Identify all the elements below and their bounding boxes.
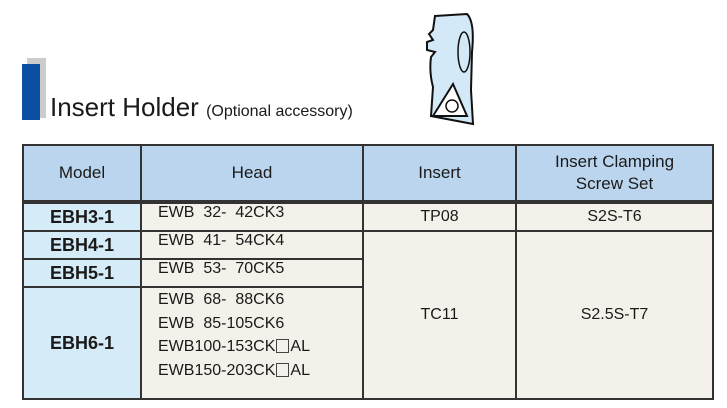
insert-holder-illustration [426, 12, 475, 126]
placeholder-box [276, 339, 290, 353]
placeholder-box [276, 362, 290, 377]
subtitle-text: (Optional accessory) [206, 103, 353, 120]
header-model: Model [24, 146, 142, 202]
head-item: EWB 68- 88CK6 [158, 291, 285, 308]
model-cell: EBH6-1 [24, 288, 142, 400]
screw-cell: S2.5S-T7 [517, 232, 714, 400]
model-cell: EBH5-1 [24, 260, 142, 288]
head-cell-group: EWB 68- 88CK6 EWB 85-105CK6 EWB100-153CK… [142, 288, 364, 400]
header-head: Head [142, 146, 364, 202]
head-cell: EWB 53- 70CK5 [142, 260, 364, 288]
header-insert: Insert [364, 146, 517, 202]
head-suffix: AL [290, 338, 310, 355]
head-code: EWB150-203CK [158, 361, 276, 379]
head-suffix: AL [290, 361, 310, 379]
model-cell: EBH4-1 [24, 232, 142, 260]
model-cell: EBH3-1 [24, 202, 142, 232]
head-cell: EWB 41- 54CK4 [142, 232, 364, 260]
head-item: EWB150-203CK AL [158, 359, 310, 383]
page-title: Insert Holder (Optional accessory) [50, 92, 353, 123]
header-screw: Insert Clamping Screw Set [517, 146, 714, 202]
title-text: Insert Holder [50, 92, 199, 122]
accessory-table: Model Head Insert Insert Clamping Screw … [22, 144, 714, 400]
insert-cell: TP08 [364, 202, 517, 232]
insert-cell: TC11 [364, 232, 517, 400]
title-accent-bar [22, 64, 40, 120]
head-code: EWB100-153CK [158, 338, 276, 355]
head-cell: EWB 32- 42CK3 [142, 202, 364, 232]
head-item: EWB 85-105CK6 [158, 314, 285, 332]
screw-cell: S2S-T6 [517, 202, 714, 232]
head-item: EWB100-153CK AL [158, 335, 310, 359]
